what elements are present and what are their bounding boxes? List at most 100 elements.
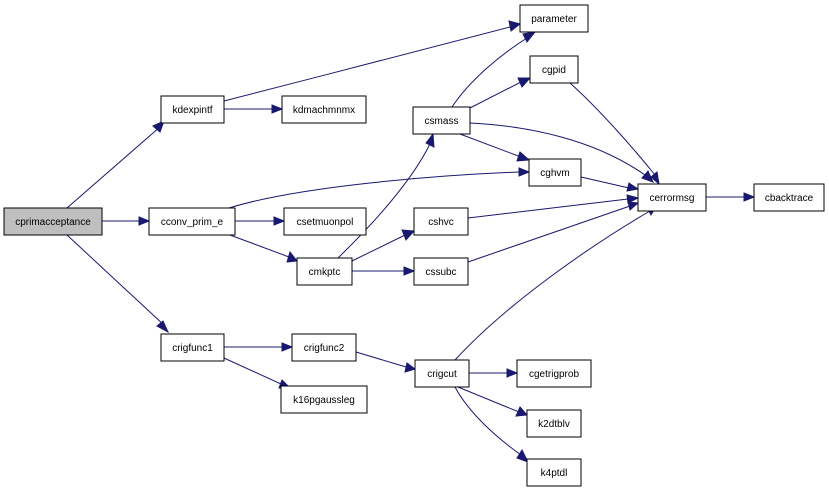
node-box[interactable]: [296, 257, 353, 286]
edge-line: [459, 133, 522, 158]
node-box[interactable]: [412, 106, 471, 135]
arrowhead-icon: [138, 216, 151, 226]
edge-line: [454, 210, 651, 361]
node-label[interactable]: kdexpintf: [172, 105, 212, 116]
edge-csmass-to-cghvm: [459, 133, 531, 162]
edge-crigcut-to-k4ptdl: [454, 386, 530, 463]
node-crigcut[interactable]: crigcut: [414, 359, 470, 388]
arrowhead-icon: [508, 20, 522, 32]
node-box[interactable]: [519, 4, 589, 33]
edge-cgpid-to-cerrormsg: [569, 82, 660, 186]
edge-cghvm-to-cerrormsg: [580, 176, 640, 192]
node-cerrormsg[interactable]: cerrormsg: [637, 183, 707, 212]
node-label[interactable]: crigfunc2: [304, 343, 345, 354]
node-box[interactable]: [753, 183, 825, 212]
node-crigfunc2[interactable]: crigfunc2: [291, 333, 357, 362]
arrowhead-icon: [273, 216, 286, 226]
node-k2dtblv[interactable]: k2dtblv: [526, 409, 582, 438]
node-label[interactable]: parameter: [531, 14, 577, 25]
node-box[interactable]: [3, 207, 103, 236]
nodes-layer: cprimacceptance kdexpintf cconv_prim_ecrig…: [3, 4, 825, 487]
node-label[interactable]: csmass: [425, 116, 459, 127]
node-csetmuonpol[interactable]: csetmuonpol: [283, 207, 367, 236]
node-cconv-prim-e[interactable]: cconv_prim_e: [148, 207, 236, 236]
node-box[interactable]: [413, 257, 469, 286]
node-label[interactable]: cconv_prim_e: [161, 217, 224, 228]
node-label[interactable]: cgetrigprob: [529, 369, 579, 380]
arrowhead-icon: [743, 192, 756, 202]
node-box[interactable]: [637, 183, 707, 212]
node-label[interactable]: crigfunc1: [172, 343, 213, 354]
node-box[interactable]: [526, 458, 582, 487]
node-cssubc[interactable]: cssubc: [413, 257, 469, 286]
node-box[interactable]: [529, 55, 579, 84]
edge-cssubc-to-cerrormsg: [467, 201, 640, 263]
edge-cconv_prim_e-to-cghvm: [228, 167, 531, 209]
edge-kdexpintf-to-parameter: [223, 20, 522, 102]
node-box[interactable]: [281, 95, 367, 124]
arrowhead-icon: [522, 31, 537, 43]
node-crigfunc1[interactable]: crigfunc1: [160, 333, 225, 362]
node-kdexpintf[interactable]: kdexpintf: [160, 95, 225, 124]
node-label[interactable]: cghvm: [540, 168, 569, 179]
edge-line: [337, 143, 431, 259]
node-label[interactable]: k16pgaussleg: [293, 395, 355, 406]
edge-cconv_prim_e-to-csetmuonpol: [235, 216, 286, 226]
node-label[interactable]: cssubc: [425, 267, 456, 278]
edge-line: [451, 37, 528, 108]
edge-csmass-to-cgpid: [469, 77, 532, 109]
node-box[interactable]: [528, 158, 582, 187]
node-label[interactable]: cgpid: [542, 65, 566, 76]
edge-line: [580, 176, 630, 189]
node-label[interactable]: cerrormsg: [649, 193, 694, 204]
node-cshvc[interactable]: cshvc: [413, 207, 469, 236]
edge-crigfunc2-to-crigcut: [355, 351, 417, 373]
node-label[interactable]: csetmuonpol: [297, 217, 354, 228]
node-label[interactable]: cbacktrace: [765, 193, 814, 204]
node-cbacktrace[interactable]: cbacktrace: [753, 183, 825, 212]
node-label[interactable]: cprimacceptance: [15, 217, 91, 228]
node-box[interactable]: [280, 385, 368, 414]
edge-line: [355, 351, 407, 368]
edge-line: [66, 234, 166, 327]
edge-crigcut-to-k2dtblv: [457, 386, 529, 417]
node-label[interactable]: cshvc: [428, 217, 454, 228]
node-box[interactable]: [291, 333, 357, 362]
node-cprimacceptance[interactable]: cprimacceptance: [3, 207, 103, 236]
node-label[interactable]: cmkptc: [309, 267, 341, 278]
node-box[interactable]: [413, 207, 469, 236]
arrowhead-icon: [425, 132, 435, 148]
node-box[interactable]: [160, 333, 225, 362]
node-kdmachmnmx[interactable]: kdmachmnmx: [281, 95, 367, 124]
edge-cmkptc-to-cshvc: [351, 229, 416, 262]
node-box[interactable]: [148, 207, 236, 236]
node-cghvm[interactable]: cghvm: [528, 158, 582, 187]
node-k4ptdl[interactable]: k4ptdl: [526, 458, 582, 487]
node-cgpid[interactable]: cgpid: [529, 55, 579, 84]
arrowhead-icon: [404, 362, 417, 373]
node-box[interactable]: [414, 359, 470, 388]
edge-cconv_prim_e-to-cmkptc: [229, 234, 298, 263]
node-label[interactable]: k4ptdl: [541, 468, 568, 479]
node-csmass[interactable]: csmass: [412, 106, 471, 135]
node-parameter[interactable]: parameter: [519, 4, 589, 33]
node-box[interactable]: [160, 95, 225, 124]
node-box[interactable]: [283, 207, 367, 236]
edge-line: [457, 386, 520, 413]
arrowhead-icon: [156, 320, 170, 334]
arrowhead-icon: [641, 170, 654, 183]
node-label[interactable]: kdmachmnmx: [293, 105, 355, 116]
node-cgetrigprob[interactable]: cgetrigprob: [516, 359, 592, 388]
arrowhead-icon: [152, 120, 165, 133]
edge-cshvc-to-cerrormsg: [467, 194, 640, 219]
edge-line: [469, 122, 646, 176]
edge-kdexpintf-to-kdmachmnmx: [224, 104, 284, 114]
node-box[interactable]: [526, 409, 582, 438]
node-box[interactable]: [516, 359, 592, 388]
edge-cprimacceptance-to-kdexpintf: [66, 120, 165, 209]
node-k16pgaussleg[interactable]: k16pgaussleg: [280, 385, 368, 414]
node-label[interactable]: crigcut: [427, 369, 457, 380]
node-cmkptc[interactable]: cmkptc: [296, 257, 353, 286]
node-label[interactable]: k2dtblv: [538, 419, 570, 430]
